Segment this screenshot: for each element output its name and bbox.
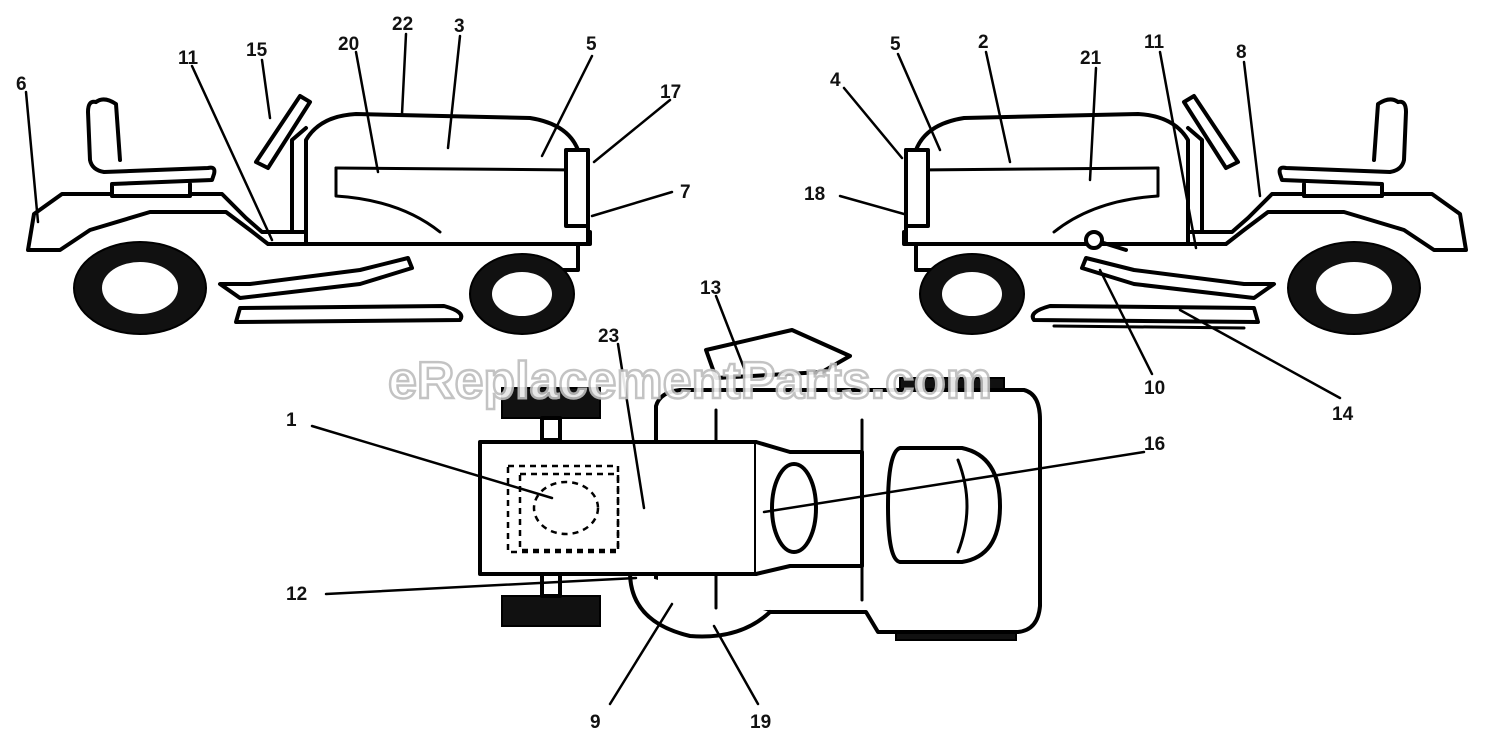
left-seat-back — [94, 97, 122, 162]
callout-7: 7 — [680, 182, 691, 203]
left-mower-deck — [234, 304, 464, 324]
left-hood — [304, 112, 590, 246]
callout-8: 8 — [1236, 42, 1247, 63]
callout-3: 3 — [454, 16, 465, 37]
right-hood-lower-panel — [1052, 166, 1160, 234]
right-hood — [904, 112, 1190, 246]
top-hood-nose-curve — [956, 458, 969, 554]
callout-labels: 6 11 15 20 22 3 5 17 7 4 5 2 21 11 8 18 … — [16, 14, 1354, 733]
callout-4: 4 — [830, 70, 841, 91]
callout-6: 6 — [16, 74, 27, 95]
callout-20: 20 — [338, 34, 359, 55]
leader-lines — [24, 32, 1342, 706]
right-deck-hatching — [1052, 324, 1246, 330]
callout-21: 21 — [1080, 48, 1102, 69]
leader-20 — [354, 50, 380, 174]
top-rear-tire-lower — [501, 595, 601, 627]
callout-22: 22 — [392, 14, 413, 35]
left-hood-side-panel — [334, 166, 580, 172]
right-front-wheel-hub — [942, 272, 1002, 316]
top-fuel-cap-outline — [532, 480, 600, 536]
right-seat — [1277, 99, 1408, 198]
leader-18 — [838, 194, 906, 216]
leader-12 — [324, 576, 638, 596]
callout-2: 2 — [978, 32, 989, 53]
leader-8 — [1242, 60, 1262, 198]
top-fender-sweep — [628, 570, 772, 639]
callout-10: 10 — [1144, 378, 1165, 399]
leader-15 — [260, 58, 272, 120]
leader-11-left — [190, 64, 274, 242]
callout-19: 19 — [750, 712, 771, 733]
top-battery-outline — [506, 464, 620, 554]
right-footrest — [1080, 256, 1276, 300]
right-steering-column — [1186, 126, 1204, 234]
left-hood-lower-panel — [334, 166, 442, 234]
top-hood-nose — [886, 446, 1002, 564]
leader-23 — [616, 342, 646, 510]
leader-19 — [712, 624, 760, 706]
right-seat-back — [1372, 97, 1400, 162]
leader-16 — [762, 450, 1146, 514]
callout-9: 9 — [590, 712, 601, 733]
leader-5-left — [540, 54, 594, 158]
leader-1 — [310, 424, 554, 500]
leader-6 — [24, 90, 40, 224]
callout-14: 14 — [1332, 404, 1354, 425]
top-battery-inner-outline — [518, 472, 620, 552]
left-seat — [86, 99, 217, 198]
right-rear-wheel-hub — [1316, 262, 1392, 314]
leader-7 — [590, 190, 674, 218]
left-steering-wheel — [254, 94, 312, 170]
left-footrest — [218, 256, 414, 300]
callout-13: 13 — [700, 278, 721, 299]
left-rear-wheel-hub — [102, 262, 178, 314]
leader-21 — [1088, 66, 1098, 182]
top-rear-axle-upper — [540, 416, 562, 442]
callout-5-left: 5 — [586, 34, 597, 55]
left-steering-column — [290, 126, 308, 234]
left-front-wheel-hub — [492, 272, 552, 316]
callout-11-right: 11 — [1144, 32, 1165, 53]
leader-17 — [592, 98, 672, 164]
callout-16: 16 — [1144, 434, 1165, 455]
right-side-view-tractor — [902, 94, 1468, 335]
leader-5-right — [896, 52, 942, 152]
callout-18: 18 — [804, 184, 825, 205]
callout-12: 12 — [286, 584, 307, 605]
left-side-view-tractor — [26, 94, 592, 335]
right-lift-lever-knob — [1084, 230, 1104, 250]
callout-1: 1 — [286, 410, 297, 431]
leader-3 — [446, 34, 462, 150]
right-grille — [904, 148, 930, 228]
right-hood-side-panel — [914, 166, 1160, 172]
watermark-text: eReplacementParts.com — [388, 352, 992, 410]
callout-5-right: 5 — [890, 34, 901, 55]
top-view-tractor — [478, 328, 1042, 641]
leader-13 — [714, 294, 746, 370]
callout-11-left: 11 — [178, 48, 199, 69]
leader-2 — [984, 50, 1012, 164]
right-mower-deck — [1030, 304, 1260, 324]
left-grille — [564, 148, 590, 228]
leader-9 — [608, 602, 674, 706]
leader-10 — [1098, 268, 1154, 376]
right-steering-wheel — [1182, 94, 1240, 170]
leader-22 — [400, 32, 408, 116]
leader-4 — [842, 86, 904, 160]
callout-23: 23 — [598, 326, 619, 347]
leader-11-right — [1158, 50, 1198, 250]
callout-15: 15 — [246, 40, 268, 61]
leader-14 — [1178, 308, 1342, 400]
callout-17: 17 — [660, 82, 681, 103]
